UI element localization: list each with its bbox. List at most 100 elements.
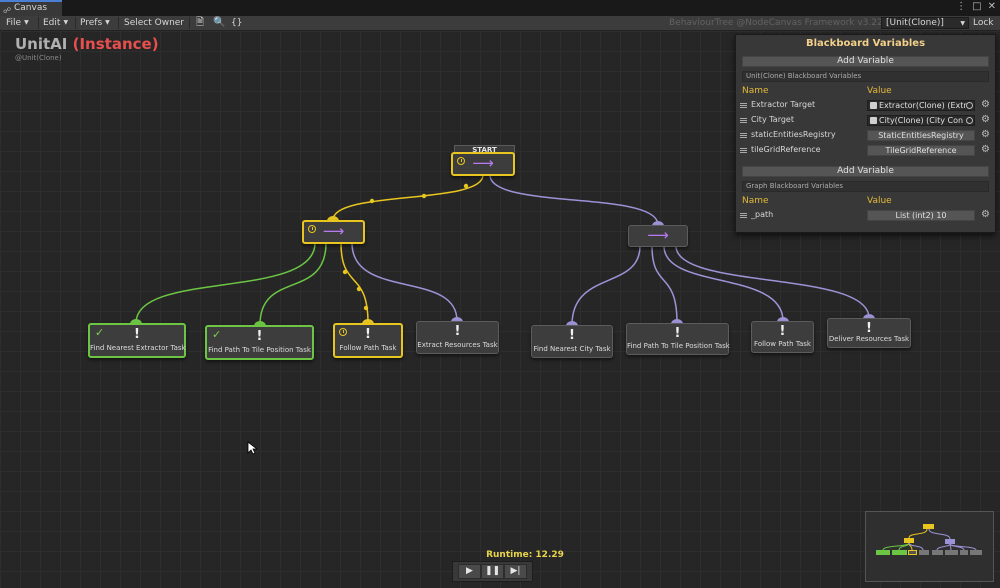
toolbar-divider (189, 17, 190, 29)
gear-icon[interactable]: ⚙ (981, 114, 990, 125)
task-node-label: Find Path To Tile Position Task (627, 342, 730, 350)
task-node-deliver-resources[interactable]: ! Deliver Resources Task (827, 318, 911, 348)
link-start-to-seq-right (489, 174, 659, 226)
instance-label: (Instance) (72, 35, 159, 53)
add-unit-variable-button[interactable]: Add Variable (742, 56, 989, 67)
blackboard-panel: Blackboard Variables Add Variable Unit(C… (735, 34, 996, 233)
window-controls: ⋮ □ ✕ (950, 1, 996, 12)
play-button[interactable]: ▶ (458, 564, 481, 579)
gear-icon[interactable]: ⚙ (981, 209, 990, 220)
close-icon[interactable]: ✕ (987, 1, 996, 12)
variable-row-path: _path List (int2) 10 ⚙ (736, 209, 995, 223)
sequencer-node-right[interactable]: ⟶ (628, 225, 688, 247)
minimap-node (919, 550, 929, 555)
task-node-follow-path-2[interactable]: ! Follow Path Task (751, 321, 814, 353)
value-button-static-entities-registry[interactable]: StaticEntitiesRegistry (867, 130, 975, 141)
toolbar-divider (75, 17, 76, 29)
variable-name[interactable]: City Target (751, 115, 794, 124)
object-picker-icon[interactable] (966, 102, 973, 109)
gear-icon[interactable]: ⚙ (981, 144, 990, 155)
tab-canvas-label: Canvas (14, 3, 48, 13)
drag-handle-icon[interactable] (740, 118, 747, 123)
canvas-tab-icon: ☍ (3, 6, 12, 15)
playback-controls: ▶ ❚❚ ▶| (452, 561, 533, 582)
action-task-icon: ! (779, 324, 786, 339)
object-field-city-target[interactable]: City(Clone) (City Con (867, 115, 975, 126)
minimap-node (923, 524, 934, 529)
lock-toggle[interactable]: Lock (973, 18, 994, 28)
task-node-label: Find Path To Tile Position Task (208, 346, 311, 354)
variable-name[interactable]: tileGridReference (751, 145, 821, 154)
drag-handle-icon[interactable] (740, 213, 747, 218)
value-column-header: Value (867, 196, 892, 206)
sequencer-arrow-icon: ⟶ (322, 222, 345, 241)
step-button[interactable]: ▶| (504, 564, 527, 579)
pause-button[interactable]: ❚❚ (481, 564, 504, 579)
minimap-node (960, 550, 968, 555)
variable-name[interactable]: _path (751, 210, 774, 219)
graph-title: UnitAI (Instance) (15, 35, 159, 53)
sequencer-node-left[interactable]: ⟶ (302, 220, 365, 244)
graph-blackboard-section-header: Graph Blackboard Variables (742, 181, 989, 192)
root-sequencer-node[interactable]: ⟶ (451, 152, 515, 176)
link-start-to-seq-left (332, 174, 484, 221)
task-node-follow-path-1[interactable]: ! Follow Path Task (333, 323, 403, 358)
link-seq-left-to-find-extractor (135, 242, 316, 324)
runtime-label: Runtime: 12.29 (486, 550, 564, 560)
name-column-header: Name (742, 196, 769, 206)
task-node-find-nearest-city[interactable]: ! Find Nearest City Task (531, 325, 613, 358)
value-column-header: Value (867, 86, 892, 96)
graph-toolbar: File▼ Edit▼ Prefs▼ Select Owner 🗎 🔍 {} B… (0, 16, 1000, 31)
file-menu[interactable]: File▼ (3, 16, 32, 30)
dropdown-arrow-icon: ▼ (960, 20, 965, 27)
minimap-node (892, 550, 907, 555)
drag-handle-icon[interactable] (740, 148, 747, 153)
variable-name[interactable]: Extractor Target (751, 100, 816, 109)
task-node-find-path-to-tile-1[interactable]: ✓ ! Find Path To Tile Position Task (205, 325, 314, 360)
document-icon[interactable]: 🗎 (196, 17, 205, 28)
edit-menu[interactable]: Edit▼ (40, 16, 71, 30)
variable-name[interactable]: staticEntitiesRegistry (751, 130, 836, 139)
prefs-menu[interactable]: Prefs▼ (77, 16, 113, 30)
object-icon (870, 117, 877, 124)
variable-row-tile-grid-reference: tileGridReference TileGridReference ⚙ (736, 144, 995, 158)
object-picker-icon[interactable] (966, 117, 973, 124)
search-icon[interactable]: 🔍 (213, 17, 226, 28)
owner-dropdown-value: [Unit(Clone)] (886, 18, 944, 28)
task-node-find-nearest-extractor[interactable]: ✓ ! Find Nearest Extractor Task (88, 323, 186, 358)
tab-canvas[interactable]: ☍ Canvas (0, 0, 62, 16)
add-graph-variable-button[interactable]: Add Variable (742, 166, 989, 177)
dropdown-arrow-icon: ▼ (24, 19, 29, 26)
select-owner-button[interactable]: Select Owner (124, 18, 185, 28)
json-braces-icon[interactable]: {} (231, 18, 243, 28)
variable-row-city-target: City Target City(Clone) (City Con ⚙ (736, 114, 995, 128)
owner-dropdown[interactable]: [Unit(Clone)] ▼ (881, 17, 969, 29)
dropdown-arrow-icon: ▼ (63, 19, 69, 26)
graph-minimap[interactable] (865, 511, 994, 582)
object-field-value: City(Clone) (City Con (879, 116, 964, 125)
action-task-icon: ! (365, 327, 371, 342)
more-options-icon[interactable]: ⋮ (956, 1, 967, 12)
task-node-extract-resources[interactable]: ! Extract Resources Task (416, 321, 499, 354)
blackboard-title: Blackboard Variables (805, 38, 926, 49)
drag-handle-icon[interactable] (740, 133, 747, 138)
sequencer-arrow-icon: ⟶ (472, 154, 494, 173)
connection-ports (130, 216, 875, 326)
link-seq-right-to-find-path-2 (651, 245, 678, 324)
action-task-icon: ! (569, 328, 575, 343)
drag-handle-icon[interactable] (740, 103, 747, 108)
task-node-find-path-to-tile-2[interactable]: ! Find Path To Tile Position Task (626, 323, 730, 355)
edit-menu-label: Edit (43, 18, 61, 28)
gear-icon[interactable]: ⚙ (981, 129, 990, 140)
gear-icon[interactable]: ⚙ (981, 99, 990, 110)
value-button-tile-grid-reference[interactable]: TileGridReference (867, 145, 975, 156)
maximize-icon[interactable]: □ (972, 1, 982, 12)
sequencer-arrow-icon: ⟶ (647, 226, 669, 245)
link-seq-left-to-extract (351, 242, 458, 322)
minimap-node (908, 550, 917, 555)
object-field-extractor-target[interactable]: Extractor(Clone) (Extr (867, 100, 975, 111)
value-button-path-list[interactable]: List (int2) 10 (867, 210, 975, 221)
object-field-value: Extractor(Clone) (Extr (879, 101, 967, 110)
link-seq-right-to-find-city (571, 245, 641, 326)
